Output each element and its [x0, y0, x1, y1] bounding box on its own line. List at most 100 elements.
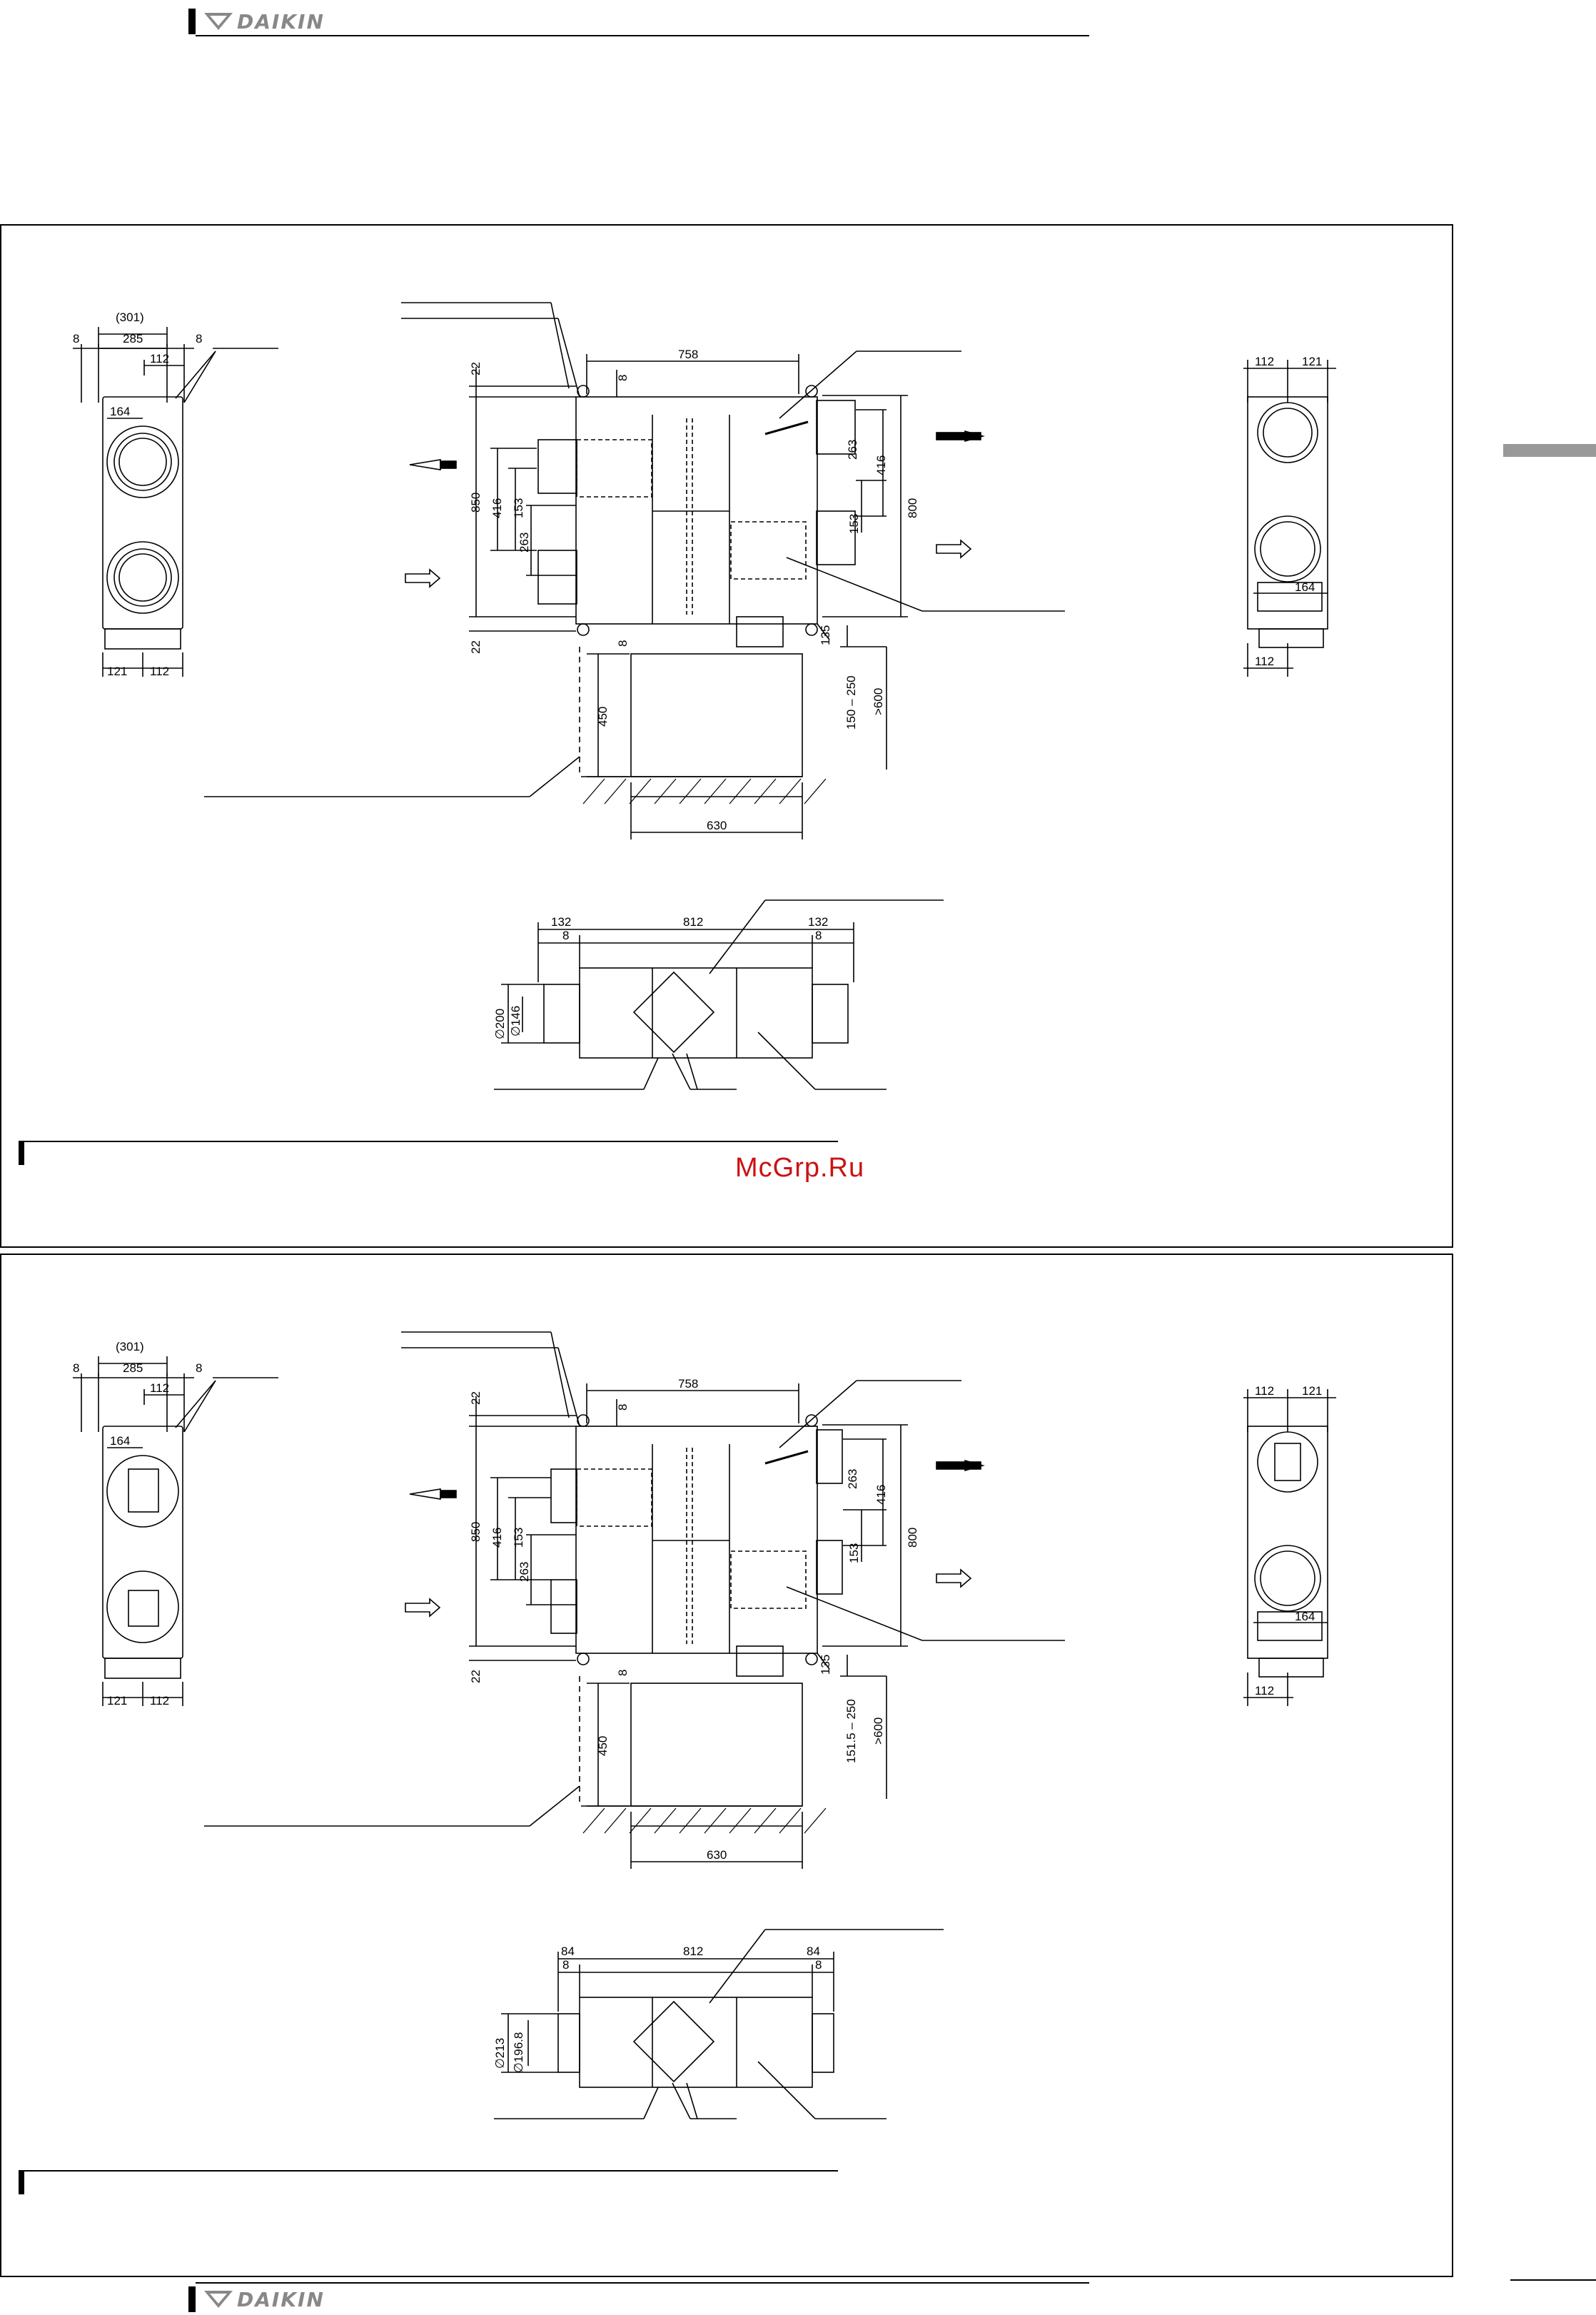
- dim-top-offset: 8: [616, 1404, 630, 1411]
- dim-top-total: 812: [683, 915, 703, 929]
- dim-left-v1: 153: [512, 498, 525, 518]
- right-side-dimensions: 112 121 164 112: [1255, 1384, 1322, 1698]
- dim-right-v3: 153: [847, 1543, 861, 1563]
- dim-bottom-margin: 22: [469, 640, 483, 654]
- dim-top-margin: 22: [469, 362, 483, 375]
- top-dimensions: 812 84 8 84 8 ∅213 ∅196.8: [493, 1945, 822, 2073]
- dim-clear-range: 151.5 – 250: [844, 1699, 858, 1763]
- dim-top-inner-dia: ∅146: [509, 1006, 522, 1037]
- dim-left-112: 112: [150, 1381, 169, 1395]
- dim-left-121: 121: [107, 665, 127, 678]
- dim-right-b112: 112: [1255, 655, 1274, 668]
- dim-right-t112: 112: [1255, 1384, 1274, 1398]
- left-side-dimensions: (301) 285 8 8 112 164 121 112: [73, 311, 202, 678]
- right-side-dimensions: 112 121 164 112: [1255, 355, 1322, 668]
- dim-top-left8: 8: [562, 1958, 569, 1972]
- dim-left-8b: 8: [196, 332, 202, 346]
- dim-left-v3: 263: [517, 533, 531, 553]
- footer-rule: [196, 2282, 1089, 2284]
- dim-left-total: (301): [116, 311, 144, 324]
- dim-left-112: 112: [150, 352, 169, 365]
- right-side-view: [1243, 360, 1336, 677]
- dim-left-v2: 416: [490, 498, 504, 518]
- page-tab: [1510, 2279, 1596, 2281]
- dim-clear-min: >600: [872, 1718, 885, 1745]
- left-side-view: [73, 327, 278, 677]
- dim-left-8b: 8: [196, 1361, 202, 1375]
- brand-name: DAIKIN: [237, 2287, 325, 2311]
- top-view: [494, 899, 944, 1090]
- drawing-panel-2: (301) 285 8 8 112 164 121 112 758 22 8 8…: [0, 1254, 1453, 2277]
- left-side-view: [73, 1356, 278, 1706]
- front-view: [204, 1331, 1065, 1869]
- dim-service-h: 450: [596, 707, 610, 727]
- dim-top-left132: 132: [551, 915, 571, 929]
- top-view: [494, 1929, 944, 2119]
- dim-right-t121: 121: [1302, 1384, 1322, 1398]
- dim-left-164: 164: [110, 405, 130, 418]
- header-rule: [196, 35, 1089, 36]
- dim-service-w: 630: [707, 819, 727, 832]
- right-side-view: [1243, 1389, 1336, 1706]
- dim-right-t121: 121: [1302, 355, 1322, 368]
- brand-name: DAIKIN: [237, 9, 325, 34]
- dim-box-135: 135: [819, 625, 832, 645]
- watermark-text: McGrp.Ru: [735, 1153, 865, 1183]
- top-dimensions: 812 132 8 132 8 ∅200 ∅146: [493, 915, 828, 1039]
- dim-left-v3: 263: [517, 1562, 531, 1582]
- dim-service-w: 630: [707, 1848, 727, 1862]
- dim-right-v2: 416: [874, 455, 888, 475]
- daikin-mark-icon: [204, 13, 233, 30]
- dim-left-121: 121: [107, 1694, 127, 1708]
- dim-top-offset: 8: [616, 375, 630, 381]
- dim-left-v1: 153: [512, 1528, 525, 1548]
- section-tab: [1503, 444, 1596, 457]
- dim-right-v1: 263: [846, 440, 859, 460]
- dim-clear-min: >600: [872, 688, 885, 715]
- dim-right-164: 164: [1295, 1610, 1315, 1623]
- dim-top-left8: 8: [562, 929, 569, 942]
- dim-service-h: 450: [596, 1736, 610, 1756]
- dim-top-margin: 22: [469, 1391, 483, 1405]
- front-dimensions: 758 22 8 850 153 416 263 22 8 263 416 15…: [469, 348, 919, 832]
- dim-right-v1: 263: [846, 1469, 859, 1489]
- dim-right-v2: 416: [874, 1485, 888, 1505]
- dim-top-left84: 84: [561, 1945, 575, 1958]
- footer-logo: DAIKIN: [188, 2286, 325, 2312]
- dimension-drawing: (301) 285 8 8 112 164 121 112 758 22 8 8…: [73, 1331, 1336, 2119]
- dim-height: 850: [469, 1522, 483, 1542]
- logo-bar: [188, 9, 196, 34]
- dim-right-b112: 112: [1255, 1684, 1274, 1698]
- dim-left-8a: 8: [73, 332, 79, 346]
- dim-top-inner-dia: ∅196.8: [512, 2032, 525, 2073]
- logo-bar: [188, 2286, 196, 2312]
- header-logo: DAIKIN: [188, 9, 325, 34]
- left-side-dimensions: (301) 285 8 8 112 164 121 112: [73, 1340, 202, 1708]
- dim-bottom-offset: 8: [616, 640, 630, 647]
- dim-left-285: 285: [123, 332, 143, 346]
- dim-clear-range: 150 – 250: [844, 675, 858, 730]
- dim-left-b112: 112: [150, 1694, 169, 1708]
- dim-right-164: 164: [1295, 580, 1315, 594]
- dim-top-right8: 8: [815, 929, 822, 942]
- dim-width: 758: [678, 348, 698, 361]
- dim-top-right84: 84: [807, 1945, 820, 1958]
- dim-box-135: 135: [819, 1655, 832, 1675]
- dim-right-total: 800: [906, 1528, 919, 1548]
- dim-width: 758: [678, 1377, 698, 1391]
- dim-left-285: 285: [123, 1361, 143, 1375]
- daikin-mark-icon: [204, 2291, 233, 2308]
- dim-left-164: 164: [110, 1434, 130, 1448]
- dim-top-right132: 132: [808, 915, 828, 929]
- dim-left-total: (301): [116, 1340, 144, 1353]
- front-dimensions: 758 22 8 850 153 416 263 22 8 263 416 15…: [469, 1377, 919, 1862]
- dim-top-outer-dia: ∅200: [493, 1009, 507, 1039]
- dim-top-outer-dia: ∅213: [493, 2038, 507, 2069]
- dim-height: 850: [469, 493, 483, 513]
- dim-top-total: 812: [683, 1945, 703, 1958]
- dim-left-8a: 8: [73, 1361, 79, 1375]
- dim-right-v3: 153: [847, 514, 861, 534]
- dim-right-t112: 112: [1255, 355, 1274, 368]
- dim-left-b112: 112: [150, 665, 169, 678]
- dim-left-v2: 416: [490, 1528, 504, 1548]
